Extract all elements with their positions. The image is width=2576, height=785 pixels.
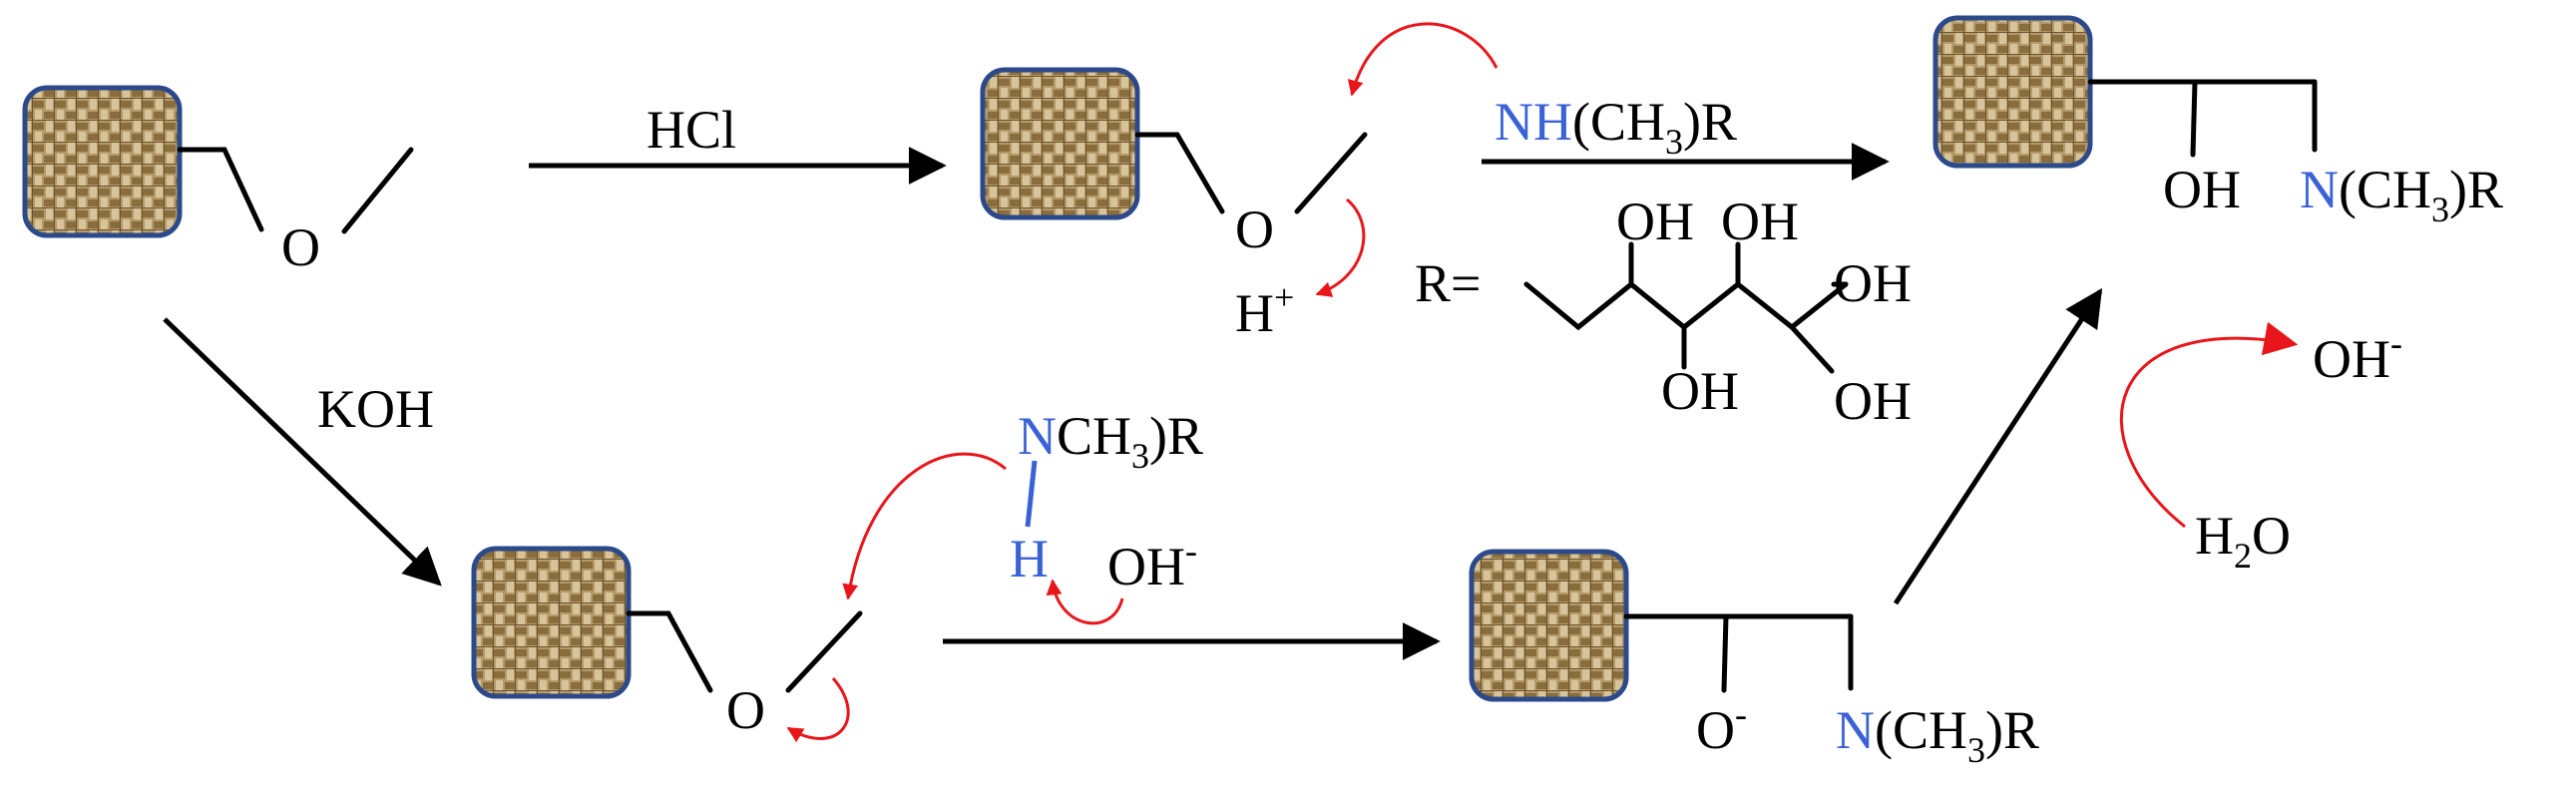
resin-bead	[471, 546, 632, 699]
epoxide-oxygen: O	[1235, 199, 1274, 259]
product-amine: N(CH3)R	[2300, 160, 2503, 229]
alkoxide-oxygen: O-	[1696, 694, 1747, 760]
bead-epoxide-acid: O H+	[980, 22, 1499, 343]
product-amino-alcohol: OH N(CH3)R	[1932, 15, 2503, 229]
resin-bead	[22, 85, 183, 238]
amine-reagent-top: NH(CH3)R	[1495, 92, 1737, 162]
hydroxide-ion: OH-	[1107, 531, 1197, 596]
r-group-definition: R= OH OH OH OH OH	[1415, 192, 1912, 431]
intermediate-amine: N(CH3)R	[1836, 700, 2039, 770]
curly-arrow-water	[2119, 321, 2299, 529]
amine-reagent-bottom: NCH3)R	[1018, 406, 1203, 476]
curly-arrow-protonation	[1315, 197, 1366, 297]
reagent-base: KOH	[317, 379, 434, 439]
curly-arrow-ring-open	[786, 677, 850, 743]
reaction-arrow-protonation	[1893, 287, 2103, 605]
bead-epoxide-start: O	[22, 85, 414, 277]
proton-label: H+	[1235, 277, 1294, 343]
curly-arrow-deprotonation	[1046, 579, 1124, 625]
hydroxide-product: OH-	[2313, 323, 2402, 389]
r-equals-label: R=	[1415, 253, 1481, 313]
product-hydroxyl: OH	[2163, 160, 2241, 219]
r-hydroxyl: OH	[1616, 192, 1694, 251]
water-molecule: H2O	[2195, 506, 2291, 576]
r-hydroxyl: OH	[1721, 192, 1799, 251]
curly-arrow-attack	[1347, 22, 1499, 97]
epoxide-oxygen: O	[281, 217, 320, 277]
amine-hydrogen: H	[1010, 529, 1049, 589]
reaction-arrow-base	[163, 317, 442, 587]
r-hydroxyl: OH	[1661, 361, 1739, 421]
curly-arrow-n-attack	[842, 452, 1007, 600]
resin-bead	[980, 67, 1140, 220]
r-hydroxyl: OH	[1834, 253, 1912, 313]
amine-deprotonation: NCH3)R H OH-	[842, 406, 1203, 625]
alkoxide-intermediate: O- N(CH3)R	[1469, 549, 2039, 770]
epoxide-oxygen: O	[726, 680, 765, 740]
resin-bead	[1932, 15, 2093, 169]
resin-bead	[1469, 549, 1629, 702]
bead-epoxide-base: O	[471, 546, 863, 743]
r-hydroxyl: OH	[1834, 371, 1912, 431]
reagent-acid: HCl	[646, 100, 736, 160]
water-hydroxide: OH- H2O	[2119, 321, 2402, 576]
